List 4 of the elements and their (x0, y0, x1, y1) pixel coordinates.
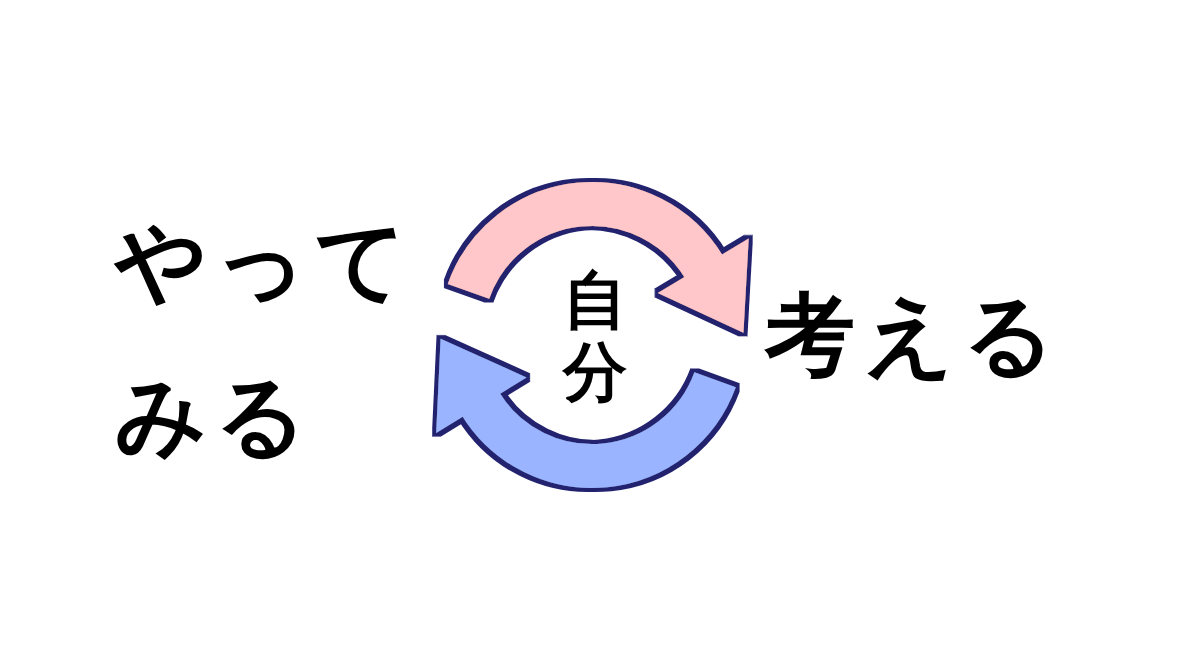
step-label: 考える (765, 285, 1063, 385)
curved-arrow (436, 341, 736, 488)
center-label: 自分 (563, 264, 627, 408)
step-label: やってみる (115, 183, 415, 493)
